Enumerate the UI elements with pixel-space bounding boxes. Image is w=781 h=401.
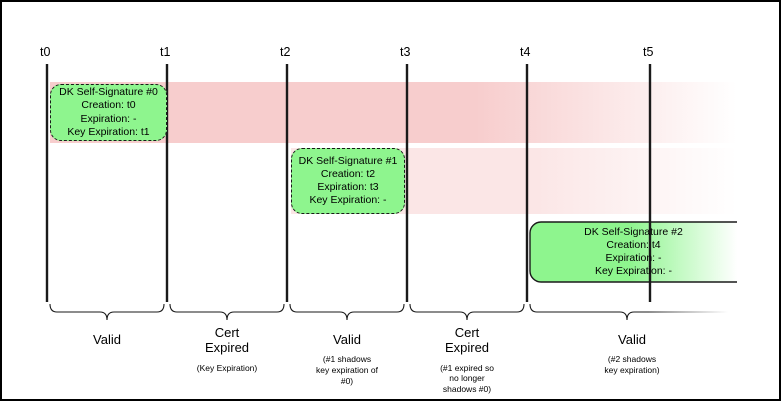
- signature-key-expiration: Key Expiration: t1: [67, 125, 150, 138]
- signature-key-expiration: Key Expiration: -: [594, 265, 673, 278]
- brace-t0-t1: [49, 303, 165, 321]
- signature-name: DK Self-Signature #0: [59, 86, 158, 99]
- segment-label-t1-t2: Cert Expired (Key Expiration): [167, 325, 287, 373]
- signature-expiration: Expiration: t3: [317, 181, 379, 193]
- brace-t1-t2: [169, 303, 285, 321]
- brace-t4-end: [529, 303, 728, 321]
- segment-label-t4-end: Valid (#2 shadows key expiration): [572, 332, 692, 376]
- signature-box-sig2: DK Self-Signature #2 Creation: t4 Expira…: [530, 222, 737, 282]
- signature-creation: Creation: t4: [606, 238, 661, 251]
- segment-braces: [49, 303, 728, 321]
- tick-label-t0: t0: [40, 45, 51, 59]
- segment-title: Cert Expired: [204, 325, 250, 356]
- signature-expiration: Expiration: -: [605, 252, 662, 264]
- signature-creation: Creation: t2: [320, 167, 376, 180]
- segment-label-t3-t4: Cert Expired (#1 expired so no longer sh…: [407, 325, 527, 395]
- signature-box-sig0: DK Self-Signature #0 Creation: t0 Expira…: [50, 84, 167, 141]
- signature-name: DK Self-Signature #2: [584, 225, 683, 238]
- signature-key-expiration: Key Expiration: -: [309, 194, 387, 207]
- segment-label-t0-t1: Valid: [47, 332, 167, 354]
- segment-label-t2-t3: Valid (#1 shadows key expiration of #0): [287, 332, 407, 386]
- segment-title: Valid: [333, 332, 361, 347]
- validity-band-sig2: [529, 221, 737, 283]
- tick-label-t3: t3: [400, 45, 411, 59]
- tick-lines: [45, 64, 652, 302]
- segment-note: (#2 shadows key expiration): [604, 354, 660, 375]
- signature-creation: Creation: t0: [81, 99, 136, 112]
- tick-label-t4: t4: [520, 45, 531, 59]
- signature-box-sig1: DK Self-Signature #1 Creation: t2 Expira…: [291, 148, 405, 214]
- tick-label-t2: t2: [280, 45, 291, 59]
- signature-expiration: Expiration: -: [80, 112, 137, 125]
- segment-title: Valid: [93, 332, 121, 347]
- segment-title: Cert Expired: [444, 325, 490, 356]
- brace-t2-t3: [289, 303, 405, 321]
- brace-t3-t4: [409, 303, 525, 321]
- segment-title: Valid: [618, 332, 646, 347]
- segment-note: (#1 shadows key expiration of #0): [316, 354, 378, 386]
- segment-note: (Key Expiration): [196, 362, 258, 373]
- segment-note: (#1 expired so no longer shadows #0): [440, 362, 494, 394]
- signature-name: DK Self-Signature #1: [298, 154, 398, 167]
- tick-label-t5: t5: [643, 45, 654, 59]
- tick-label-t1: t1: [160, 45, 171, 59]
